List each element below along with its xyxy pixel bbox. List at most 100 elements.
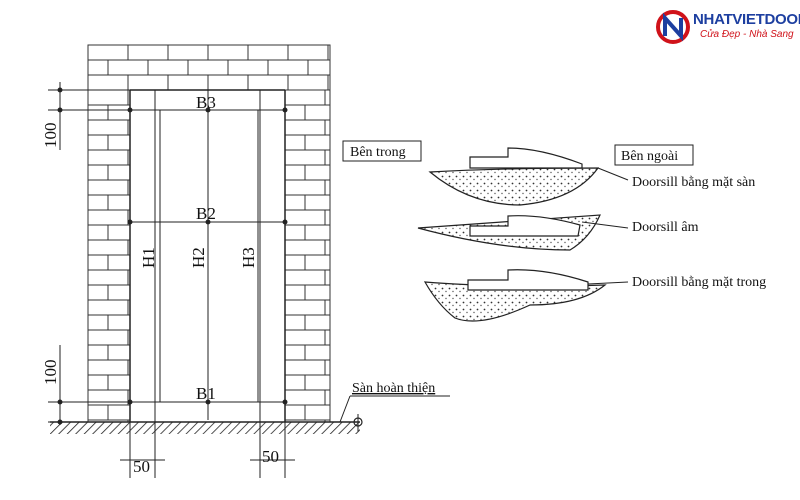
- brick: [304, 404, 331, 421]
- brand-logo[interactable]: [655, 8, 795, 48]
- h1-label: H1: [139, 247, 158, 268]
- brick: [87, 89, 129, 106]
- brick: [107, 164, 131, 181]
- brick: [107, 374, 131, 391]
- brick: [284, 374, 306, 391]
- outside-label-box: Bên ngoài: [614, 144, 694, 166]
- b2-label: B2: [196, 204, 216, 223]
- brick: [187, 59, 229, 76]
- brick: [207, 44, 249, 61]
- brick: [227, 59, 269, 76]
- brick: [324, 359, 331, 376]
- brick: [284, 149, 326, 166]
- brick: [284, 209, 326, 226]
- brick: [107, 284, 131, 301]
- brick: [284, 359, 326, 376]
- sill-label-flush-inside: Doorsill bằng mặt trong: [632, 275, 766, 290]
- brick: [87, 149, 129, 166]
- brick: [247, 44, 289, 61]
- brick: [107, 59, 149, 76]
- brick: [304, 254, 331, 271]
- brick: [87, 74, 129, 91]
- brick: [87, 119, 129, 136]
- sill-flush-inside: [423, 269, 629, 322]
- brick: [284, 224, 306, 241]
- brick: [284, 89, 326, 106]
- outside-label: Bên ngoài: [621, 149, 678, 164]
- brick: [304, 314, 331, 331]
- b1-label: B1: [196, 384, 216, 403]
- brick: [304, 134, 331, 151]
- brick: [284, 134, 306, 151]
- brick: [284, 299, 326, 316]
- brick: [327, 74, 331, 91]
- brick: [167, 74, 209, 91]
- brick: [304, 164, 331, 181]
- brick: [324, 209, 331, 226]
- brick: [207, 74, 249, 91]
- brick: [324, 269, 331, 286]
- brick: [87, 269, 129, 286]
- brick: [107, 194, 131, 211]
- h2-label: H2: [189, 247, 208, 268]
- inside-label-box: Bên trong: [342, 140, 422, 162]
- brick: [284, 329, 326, 346]
- brick: [324, 389, 331, 406]
- bottom-dimensions: [120, 422, 295, 478]
- brick: [87, 374, 109, 391]
- brick: [167, 44, 209, 61]
- brick: [284, 164, 306, 181]
- brick: [324, 329, 331, 346]
- brick: [87, 134, 109, 151]
- brick: [87, 179, 129, 196]
- brick: [87, 284, 109, 301]
- right-gap-dim: 50: [262, 447, 279, 466]
- brick: [107, 404, 131, 421]
- brick: [304, 284, 331, 301]
- brick: [284, 239, 326, 256]
- finished-floor: [50, 395, 450, 434]
- brick: [87, 389, 129, 406]
- brick: [87, 164, 109, 181]
- brick: [87, 299, 129, 316]
- brick: [284, 104, 306, 121]
- brick: [324, 239, 331, 256]
- sill-flush-floor: [428, 147, 629, 206]
- left-gap-dim: 50: [133, 457, 150, 476]
- brick: [287, 74, 329, 91]
- brick: [267, 59, 309, 76]
- floor-label: Sàn hoàn thiện: [352, 381, 435, 396]
- brick: [284, 194, 306, 211]
- brick: [87, 209, 129, 226]
- brick-wall: [87, 44, 331, 423]
- brick: [284, 269, 326, 286]
- brick: [107, 104, 131, 121]
- brick: [247, 74, 289, 91]
- top-offset-dim: 100: [41, 123, 60, 149]
- brick: [87, 104, 109, 121]
- brick: [284, 284, 306, 301]
- brick: [127, 74, 169, 91]
- bottom-offset-dim: 100: [41, 360, 60, 386]
- brick: [107, 224, 131, 241]
- brick: [284, 404, 306, 421]
- brick: [107, 134, 131, 151]
- brand-tagline: Cửa Đẹp - Nhà Sang: [700, 29, 794, 40]
- brick: [324, 119, 331, 136]
- brick: [127, 44, 169, 61]
- brand-name: NHATVIETDOOR: [693, 11, 800, 28]
- b3-label: B3: [196, 93, 216, 112]
- brick: [87, 344, 109, 361]
- brick: [87, 329, 129, 346]
- brick: [284, 389, 326, 406]
- sill-label-recessed: Doorsill âm: [632, 220, 699, 235]
- brick: [87, 194, 109, 211]
- brick: [284, 179, 326, 196]
- brick: [87, 359, 129, 376]
- brick: [107, 254, 131, 271]
- brick: [284, 344, 306, 361]
- brick: [304, 374, 331, 391]
- brick: [324, 89, 331, 106]
- sill-label-flush-floor: Doorsill bằng mặt sàn: [632, 175, 755, 190]
